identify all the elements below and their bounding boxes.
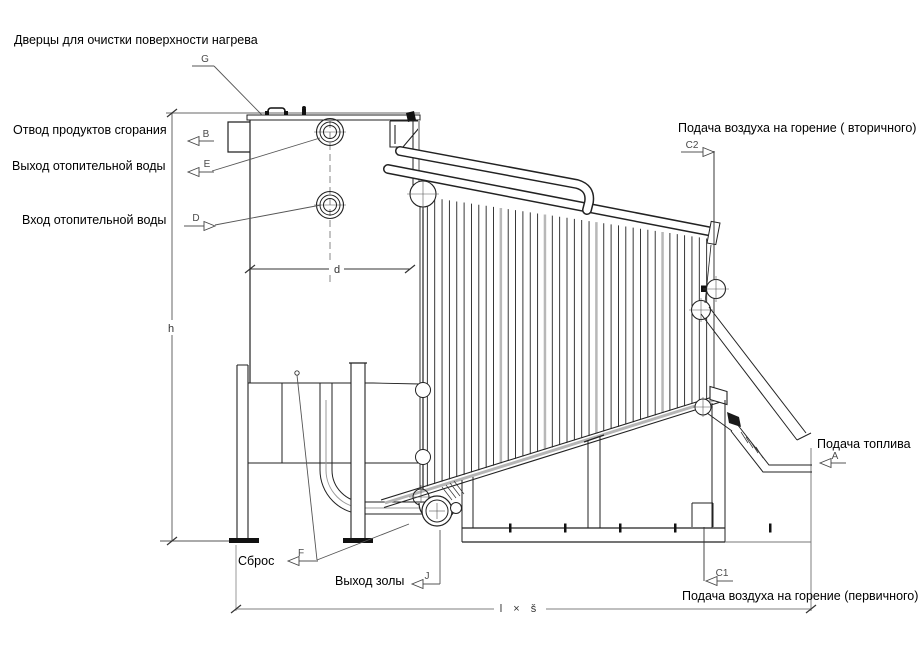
top-hinge — [406, 111, 416, 122]
label-drain: Сброс — [238, 554, 274, 568]
boiler-body — [227, 106, 421, 383]
port-tag-e: E — [204, 159, 211, 170]
bundle-port-lower — [415, 449, 431, 465]
port-tag-d: D — [192, 213, 199, 224]
dim-height: h — [168, 323, 174, 335]
ash-pipe-inner — [425, 499, 449, 523]
furnace-base — [461, 400, 811, 581]
lower-box — [242, 370, 430, 515]
tube-bundle-lines — [419, 196, 708, 489]
label-water-outlet: Выход отопительной воды — [12, 159, 166, 173]
dim-depth: d — [334, 264, 340, 276]
text-labels: Дверцы для очистки поверхности нагрева О… — [12, 33, 918, 603]
port-tag-g: G — [201, 54, 209, 65]
door-bracket — [389, 120, 420, 148]
pusher-hatch — [441, 480, 465, 501]
bundle-port-upper — [415, 382, 431, 398]
port-tag-c2: C2 — [686, 140, 699, 151]
ash-bolt — [450, 502, 462, 514]
port-tag-c1: C1 — [716, 568, 729, 579]
base-anchor-ticks — [509, 523, 772, 533]
fuel-chute-upper — [700, 306, 812, 441]
top-plate — [246, 114, 421, 121]
chute-drive — [727, 412, 741, 427]
fuel-air-feed — [689, 151, 812, 473]
label-cleaning-doors: Дверцы для очистки поверхности нагрева — [14, 33, 258, 47]
port-tag-b: B — [203, 129, 210, 140]
label-water-inlet: Вход отопительной воды — [22, 213, 166, 227]
ash-outlet-assembly — [409, 480, 465, 527]
flue-outlet-box — [227, 121, 250, 153]
chute-hatch — [740, 431, 764, 459]
label-flue-outlet: Отвод продуктов сгорания — [13, 123, 167, 137]
leader-anchor-dot — [294, 370, 300, 376]
grate-end-cap — [709, 385, 728, 406]
grate — [380, 385, 733, 509]
dim-footprint: l × š — [500, 603, 540, 615]
label-ash-outlet: Выход золы — [335, 574, 404, 588]
water-outlet-flange — [314, 117, 346, 147]
dimension-ticks — [166, 108, 817, 614]
tube-bundle-decor — [407, 178, 439, 489]
fuel-chute-lower — [730, 423, 812, 473]
dimension-labels: d h l × š — [163, 261, 546, 615]
top-bolt — [302, 109, 306, 115]
top-pipes — [383, 146, 721, 246]
port-tag-j: J — [425, 571, 430, 582]
label-secondary-air: Подача воздуха на горение ( вторичного) — [678, 121, 916, 135]
primary-air-box — [691, 502, 714, 581]
label-primary-air: Подача воздуха на горение (первичного) — [682, 589, 918, 603]
left-foot — [229, 538, 259, 543]
support-legs — [229, 362, 373, 543]
port-tag-a: A — [832, 451, 839, 462]
port-callouts: G B E D C2 A F J C1 — [184, 54, 846, 589]
center-foot — [343, 538, 373, 543]
port-tag-f: F — [298, 548, 304, 559]
cleaning-door-handle — [267, 107, 286, 114]
header-end-cap — [706, 220, 721, 246]
label-fuel-supply: Подача топлива — [817, 437, 911, 451]
